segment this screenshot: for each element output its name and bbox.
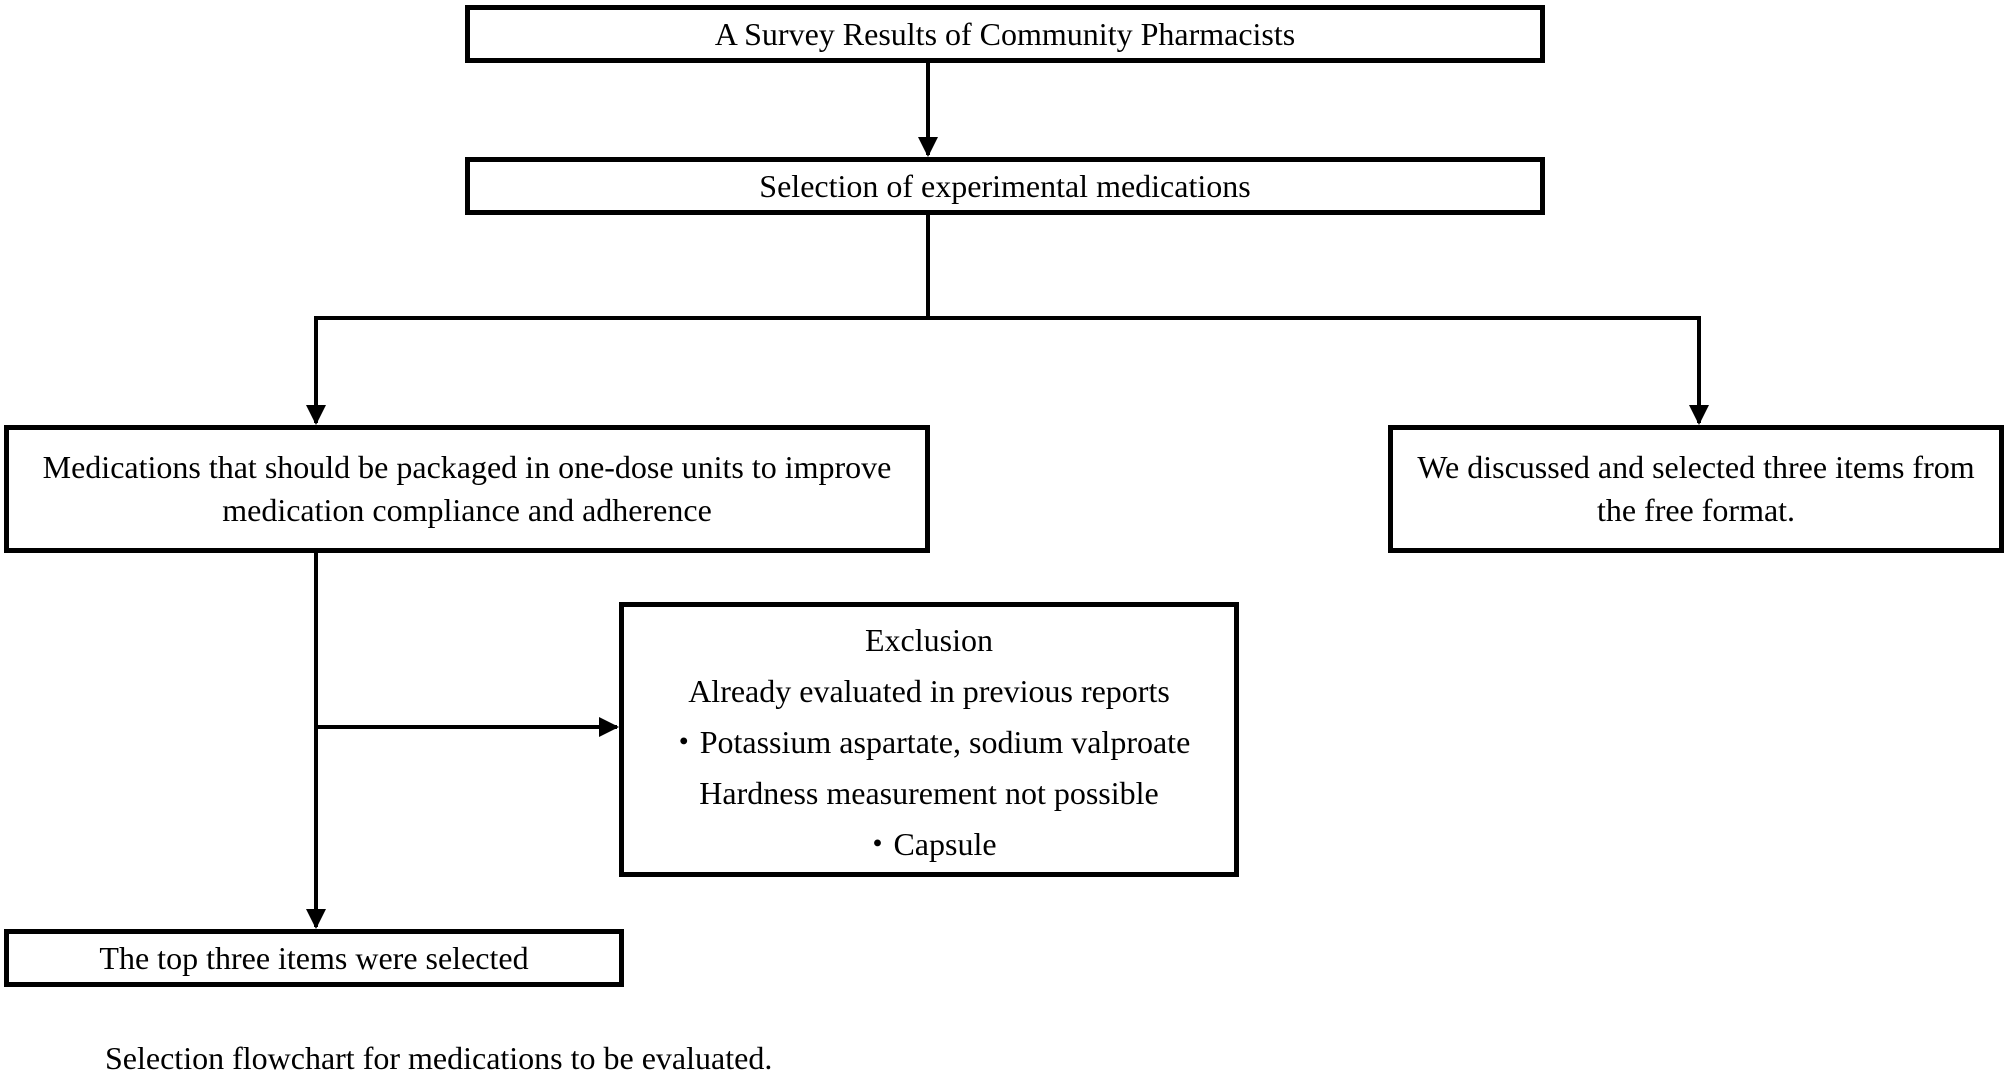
top-three-label: The top three items were selected: [99, 939, 529, 976]
exclusion-reason-1: Already evaluated in previous reports: [688, 673, 1170, 709]
free-format-line-1: We discussed and selected three items fr…: [1417, 449, 1975, 485]
one-dose-line-2: medication compliance and adherence: [222, 492, 712, 528]
exclusion-box: Exclusion Already evaluated in previous …: [619, 602, 1239, 877]
figure-caption: Selection flowchart for medications to b…: [105, 1040, 773, 1076]
selection-label: Selection of experimental medications: [759, 167, 1251, 204]
top-three-box: The top three items were selected: [4, 929, 624, 987]
survey-results-label: A Survey Results of Community Pharmacist…: [714, 15, 1296, 52]
one-dose-medications-box: Medications that should be packaged in o…: [4, 425, 930, 553]
exclusion-item-1: ・Potassium aspartate, sodium valproate: [667, 724, 1191, 760]
exclusion-title: Exclusion: [865, 622, 993, 658]
exclusion-reason-2: Hardness measurement not possible: [699, 775, 1159, 811]
survey-results-box: A Survey Results of Community Pharmacist…: [465, 5, 1545, 63]
selection-box: Selection of experimental medications: [465, 157, 1545, 215]
exclusion-item-2: ・Capsule: [861, 826, 997, 862]
one-dose-line-1: Medications that should be packaged in o…: [42, 449, 892, 485]
free-format-line-2: the free format.: [1596, 492, 1796, 528]
free-format-box: We discussed and selected three items fr…: [1388, 425, 2004, 553]
